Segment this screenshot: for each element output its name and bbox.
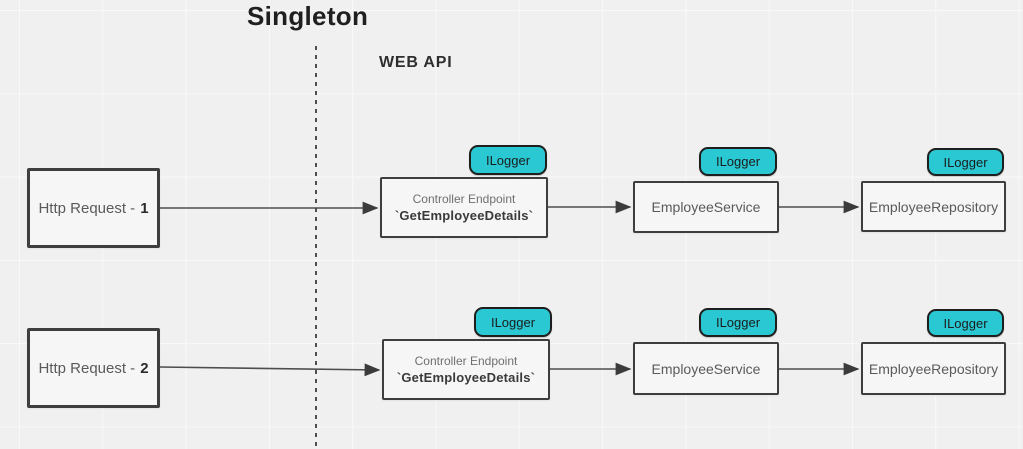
controller-endpoint-label: Controller Endpoint [412,192,516,206]
diagram-title: Singleton [247,1,369,31]
badge-ilogger-service-1[interactable]: ILogger [699,147,777,176]
employee-repository-label: EmployeeRepository [868,198,999,215]
badge-ilogger-repository-1[interactable]: ILogger [927,148,1004,176]
node-employee-repository-1[interactable]: EmployeeRepository [861,181,1006,232]
controller-endpoint-label: Controller Endpoint [414,354,518,368]
badge-label: ILogger [943,154,988,170]
badge-ilogger-service-2[interactable]: ILogger [699,308,777,337]
badge-label: ILogger [490,314,536,330]
node-employee-service-2[interactable]: EmployeeService [633,342,779,395]
employee-service-label: EmployeeService [651,360,761,377]
badge-ilogger-repository-2[interactable]: ILogger [927,309,1004,337]
node-http-request-2[interactable]: Http Request -2 [27,328,160,408]
node-employee-repository-2[interactable]: EmployeeRepository [861,342,1006,395]
badge-label: ILogger [715,315,761,330]
http-request-label: Http Request - [38,199,136,217]
badge-ilogger-controller-2[interactable]: ILogger [474,307,552,337]
http-request-label: Http Request - [38,359,136,377]
badge-label: ILogger [715,154,761,169]
controller-method-label: `GetEmployeeDetails` [394,208,534,223]
employee-service-label: EmployeeService [651,199,761,215]
controller-method-label: `GetEmployeeDetails` [396,370,536,385]
badge-label: ILogger [943,315,988,331]
node-controller-endpoint-1[interactable]: Controller Endpoint `GetEmployeeDetails` [380,177,548,238]
node-employee-service-1[interactable]: EmployeeService [633,181,779,233]
section-divider-line [315,46,317,449]
http-request-number: 1 [140,199,149,217]
section-label-web-api: WEB API [379,54,453,71]
node-http-request-1[interactable]: Http Request -1 [27,168,160,248]
http-request-number: 2 [140,359,149,377]
employee-repository-label: EmployeeRepository [868,360,999,377]
badge-ilogger-controller-1[interactable]: ILogger [469,145,547,175]
arrow-request2-to-controller2 [159,363,381,377]
badge-label: ILogger [485,152,531,168]
node-controller-endpoint-2[interactable]: Controller Endpoint `GetEmployeeDetails` [382,339,550,400]
